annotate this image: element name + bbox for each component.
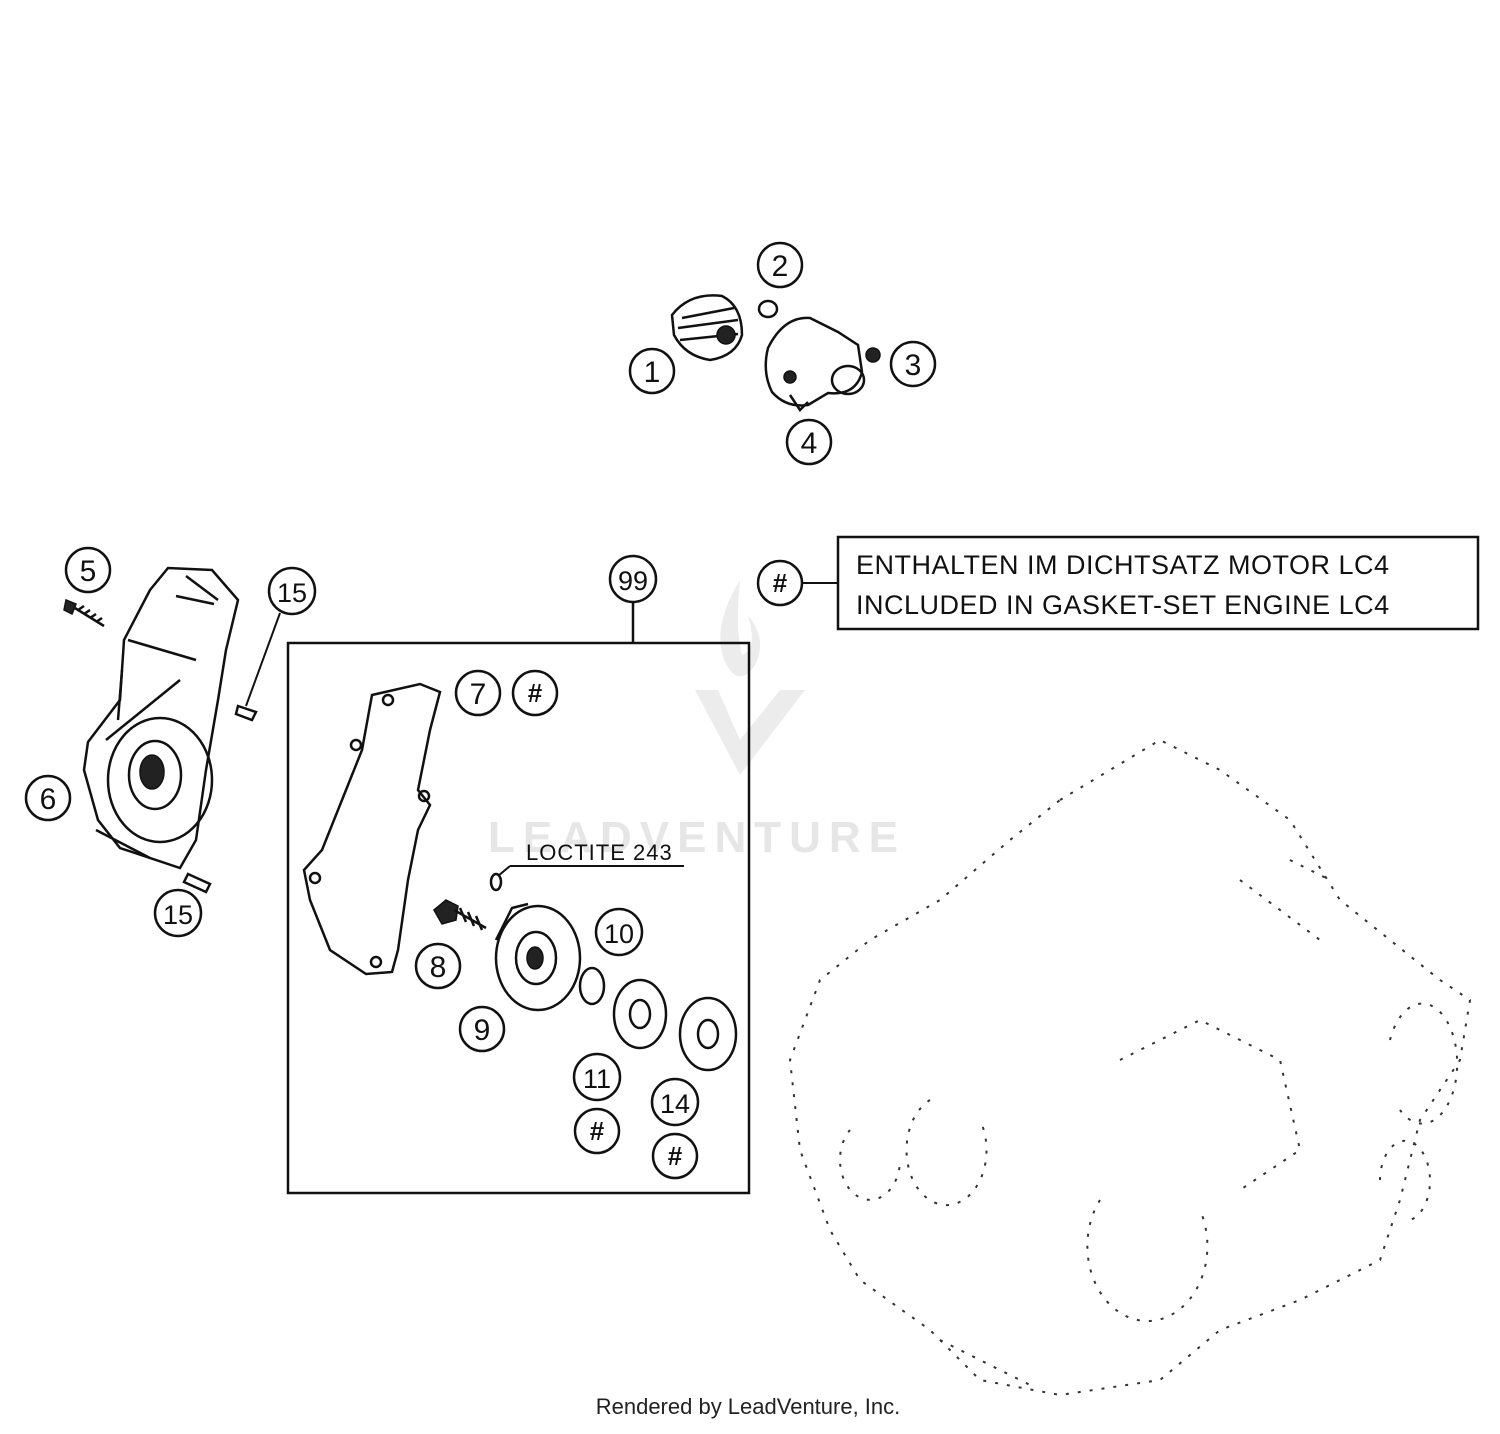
engine-case-outline	[788, 738, 1472, 1397]
callout-14-hash-label: #	[668, 1141, 683, 1171]
legend: # ENTHALTEN IM DICHTSATZ MOTOR LC4 INCLU…	[756, 535, 1480, 631]
callout-1-label: 1	[644, 356, 661, 389]
part-impeller-bolt-illustration	[433, 899, 487, 931]
callout-99: 99	[608, 554, 658, 604]
thermostat-group	[670, 294, 881, 412]
legend-hash-symbol: #	[773, 568, 788, 598]
callout-2-label: 2	[772, 250, 789, 283]
part-dowel-top-illustration	[234, 704, 258, 722]
callout-7-hash-label: #	[528, 678, 543, 708]
callout-11-hash: #	[573, 1107, 621, 1155]
callout-4-label: 4	[801, 427, 818, 460]
callout-11-label: 11	[583, 1064, 611, 1094]
pump-cover-group	[63, 566, 258, 894]
callout-8: 8	[414, 942, 462, 990]
callout-5: 5	[64, 546, 112, 594]
callout-3-label: 3	[905, 349, 922, 382]
callout-15-top-label: 15	[277, 578, 307, 608]
callout-6-label: 6	[40, 783, 57, 816]
callout-5-label: 5	[80, 555, 97, 588]
part-shaft-seal-2-illustration	[678, 996, 738, 1072]
loctite-note-text: LOCTITE 243	[526, 840, 673, 865]
repair-kit-group: LOCTITE 243	[286, 600, 751, 1195]
callout-11: 11	[572, 1052, 622, 1102]
callout-9: 9	[458, 1005, 506, 1053]
callout-7: 7	[454, 669, 502, 717]
part-impeller-illustration	[494, 902, 582, 1012]
callout-2: 2	[756, 241, 804, 289]
callout-7-hash: #	[511, 669, 559, 717]
callout-14-label: 14	[660, 1089, 690, 1119]
part-oring-illustration	[578, 966, 606, 1006]
part-oring-small-illustration	[757, 299, 779, 319]
callout-8-label: 8	[430, 951, 447, 984]
part-shaft-seal-1-illustration	[612, 978, 668, 1050]
callout-14: 14	[650, 1077, 700, 1127]
callout-15-bottom: 15	[153, 888, 203, 938]
callout-6: 6	[24, 774, 72, 822]
callout-10-label: 10	[604, 919, 634, 949]
part-screw-illustration	[63, 598, 105, 628]
part-thermostat-housing-illustration	[764, 316, 866, 412]
part-pump-cover-illustration	[82, 566, 240, 870]
callout-14-hash: #	[651, 1132, 699, 1180]
footer-credit: Rendered by LeadVenture, Inc.	[596, 1394, 901, 1419]
callout-7-label: 7	[470, 678, 487, 711]
part-thermostat-illustration	[670, 294, 744, 362]
part-oring-tiny-illustration	[489, 872, 503, 892]
repair-kit-box	[286, 641, 751, 1195]
part-bolt-small-illustration	[865, 347, 881, 363]
callout-99-label: 99	[618, 566, 648, 596]
callout-11-hash-label: #	[590, 1116, 605, 1146]
watermark-text: LEADVENTURE	[488, 813, 906, 862]
legend-box	[836, 535, 1480, 631]
callout-9-label: 9	[474, 1014, 491, 1047]
watermark-flame-icon	[720, 580, 761, 677]
legend-line-en: INCLUDED IN GASKET-SET ENGINE LC4	[856, 590, 1390, 620]
callout-4: 4	[785, 418, 833, 466]
callout-10: 10	[594, 907, 644, 957]
part-dowel-bottom-illustration	[182, 872, 212, 894]
legend-line-de: ENTHALTEN IM DICHTSATZ MOTOR LC4	[856, 550, 1390, 580]
callout-3: 3	[889, 340, 937, 388]
callout-1: 1	[628, 347, 676, 395]
part-gasket-illustration	[302, 682, 442, 976]
callout-15-bottom-label: 15	[163, 900, 193, 930]
loctite-note: LOCTITE 243	[497, 840, 684, 877]
callout-15-top: 15	[267, 566, 317, 616]
